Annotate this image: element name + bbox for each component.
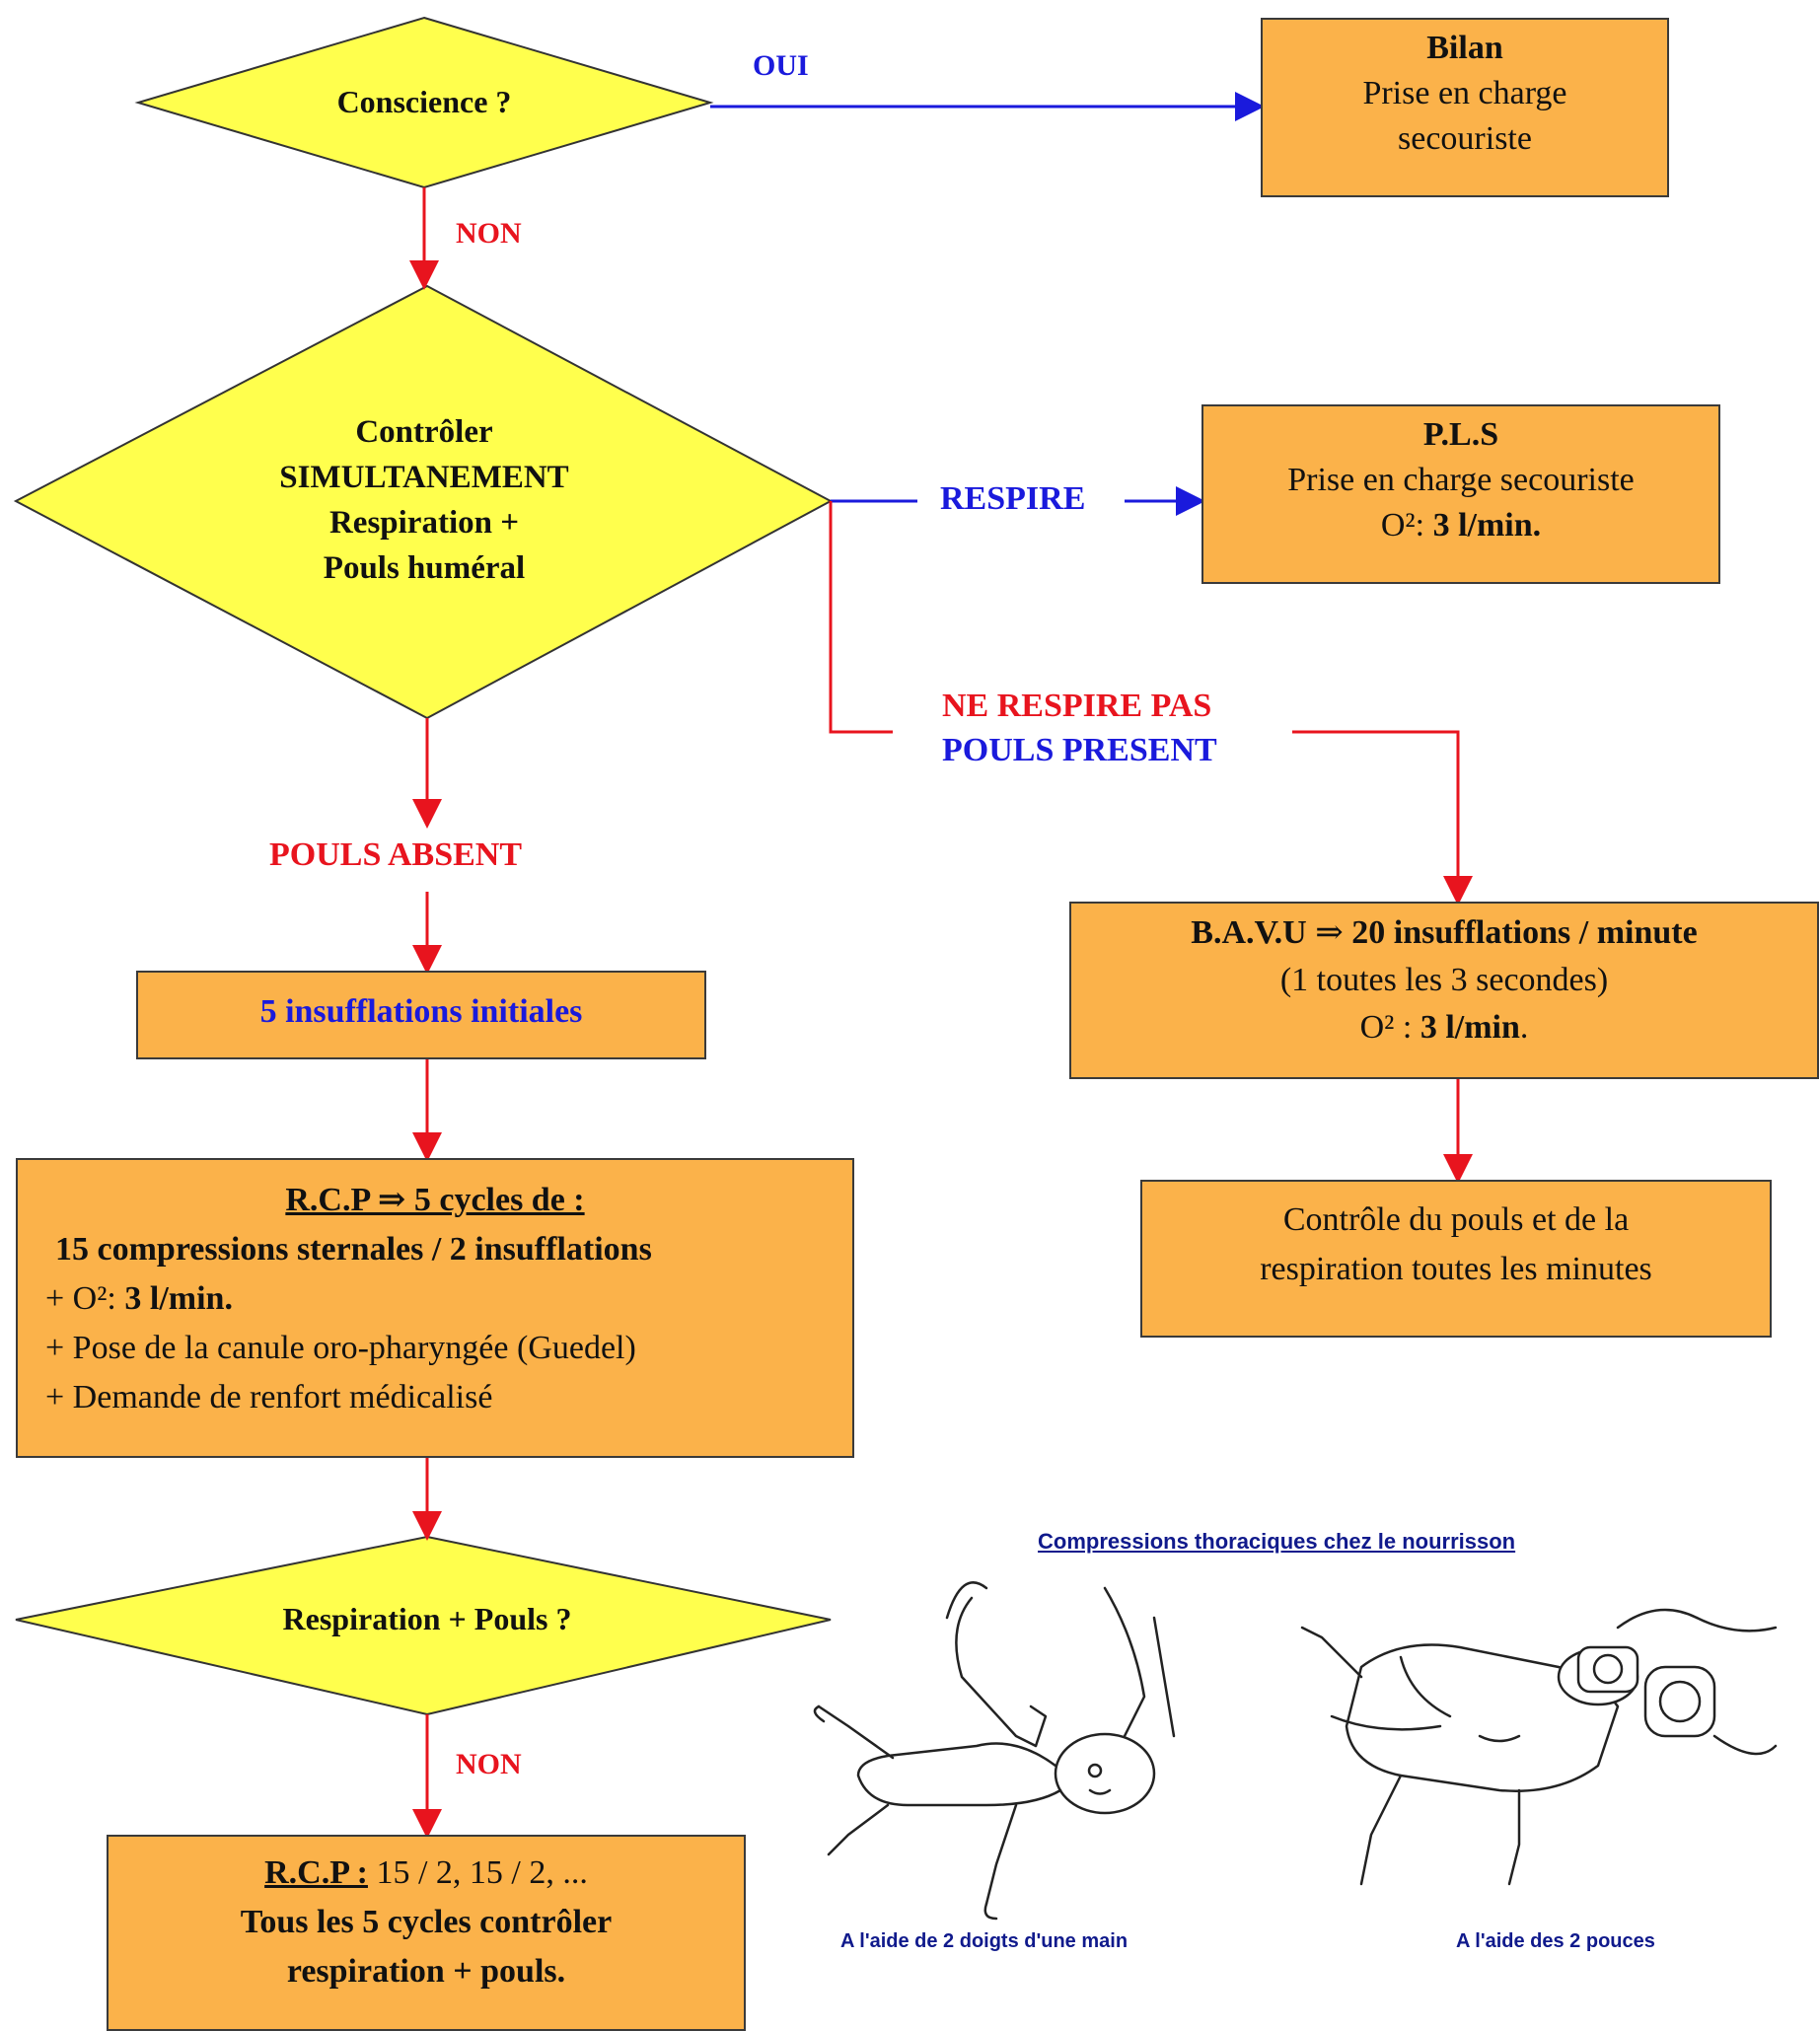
box-bavu-o2: O² : 3 l/min. — [1071, 1004, 1817, 1052]
box-bavu-arrow: ⇒ — [1315, 914, 1344, 951]
box-bavu-o2-suffix: . — [1519, 1009, 1529, 1046]
connector-ne-respire-b — [1292, 730, 1473, 906]
box-rcp: R.C.P ⇒ 5 cycles de : 15 compressions st… — [16, 1158, 854, 1458]
box-rcp-line2-value: 3 l/min. — [124, 1280, 233, 1317]
diamond-controle-label: Contrôler SIMULTANEMENT Respiration + Po… — [197, 409, 651, 591]
box-rcp-final-title: R.C.P : — [264, 1854, 368, 1891]
box-bilan-line2: secouriste — [1398, 120, 1532, 157]
illustration-caption-left: A l'aide de 2 doigts d'une main — [840, 1930, 1128, 1952]
box-bavu-line2: (1 toutes les 3 secondes) — [1279, 962, 1609, 998]
box-rcp-final-line3: respiration + pouls. — [286, 1953, 566, 1990]
box-bavu-o2-value: 3 l/min — [1420, 1009, 1520, 1046]
box-rcp-line2-prefix: + O²: — [45, 1280, 116, 1317]
box-pls: P.L.S Prise en charge secouriste O²: 3 l… — [1201, 404, 1720, 584]
box-pls-o2-value: 3 l/min. — [1432, 507, 1542, 544]
box-pls-o2: O²: 3 l/min. — [1203, 503, 1718, 548]
box-controle-pouls: Contrôle du pouls et de la respiration t… — [1140, 1180, 1772, 1338]
connector-ne-respire-a — [829, 501, 893, 734]
box-bavu-o2-prefix: O² : — [1359, 1009, 1413, 1046]
box-rcp-line1: 15 compressions sternales / 2 insufflati… — [55, 1231, 652, 1268]
diamond-conscience-label: Conscience ? — [336, 84, 512, 119]
box-bilan-title: Bilan — [1426, 30, 1503, 66]
label-pouls-present: POULS PRESENT — [942, 732, 1217, 768]
diamond-controle-line4: Pouls huméral — [323, 550, 526, 586]
label-non-1: NON — [456, 217, 522, 250]
box-bavu-title-start: B.A.V.U — [1191, 914, 1307, 951]
box-rcp-final-title-rest: 15 / 2, 15 / 2, ... — [376, 1854, 588, 1891]
box-bavu-title: B.A.V.U ⇒ 20 insufflations / minute — [1071, 909, 1817, 957]
box-controle-pouls-line2: respiration toutes les minutes — [1260, 1251, 1652, 1287]
box-rcp-line4: + Demande de renfort médicalisé — [45, 1379, 493, 1415]
box-rcp-final-line1: R.C.P : 15 / 2, 15 / 2, ... — [109, 1849, 744, 1898]
illustration-two-fingers — [813, 1581, 1176, 1921]
box-bilan-line1: Prise en charge — [1362, 75, 1567, 111]
diamond-controle-line1: Contrôler — [355, 414, 493, 450]
box-bilan: Bilan Prise en charge secouriste — [1261, 18, 1669, 197]
box-pls-title: P.L.S — [1422, 416, 1499, 453]
diamond-controle-line3: Respiration + — [328, 505, 520, 541]
box-rcp-line2: + O²: 3 l/min. — [18, 1274, 852, 1324]
illustration-caption-right: A l'aide des 2 pouces — [1456, 1930, 1655, 1952]
illustration-title: Compressions thoraciques chez le nourris… — [1038, 1529, 1516, 1554]
box-insufflations: 5 insufflations initiales — [136, 971, 706, 1059]
box-rcp-final-line2: Tous les 5 cycles contrôler — [240, 1904, 613, 1940]
box-bavu-title-end: 20 insufflations / minute — [1351, 914, 1698, 951]
diamond-controle-line2: SIMULTANEMENT — [279, 460, 569, 495]
label-ne-respire-pas: NE RESPIRE PAS — [942, 688, 1212, 724]
illustration-two-thumbs — [1300, 1608, 1778, 1886]
box-rcp-line3: + Pose de la canule oro-pharyngée (Guede… — [45, 1330, 636, 1366]
label-pouls-absent: POULS ABSENT — [269, 836, 523, 873]
box-pls-line1: Prise en charge secouriste — [1287, 462, 1635, 498]
box-insufflations-text: 5 insufflations initiales — [259, 993, 583, 1030]
box-bavu: B.A.V.U ⇒ 20 insufflations / minute (1 t… — [1069, 902, 1819, 1079]
label-non-2: NON — [456, 1748, 522, 1780]
label-respire: RESPIRE — [940, 480, 1086, 517]
box-rcp-final: R.C.P : 15 / 2, 15 / 2, ... Tous les 5 c… — [107, 1835, 746, 2031]
diamond-respiration-label: Respiration + Pouls ? — [282, 1601, 572, 1636]
label-oui: OUI — [753, 49, 809, 82]
box-pls-o2-prefix: O²: — [1380, 507, 1425, 544]
box-rcp-title: R.C.P ⇒ 5 cycles de : — [285, 1182, 585, 1218]
box-controle-pouls-line1: Contrôle du pouls et de la — [1282, 1201, 1630, 1238]
